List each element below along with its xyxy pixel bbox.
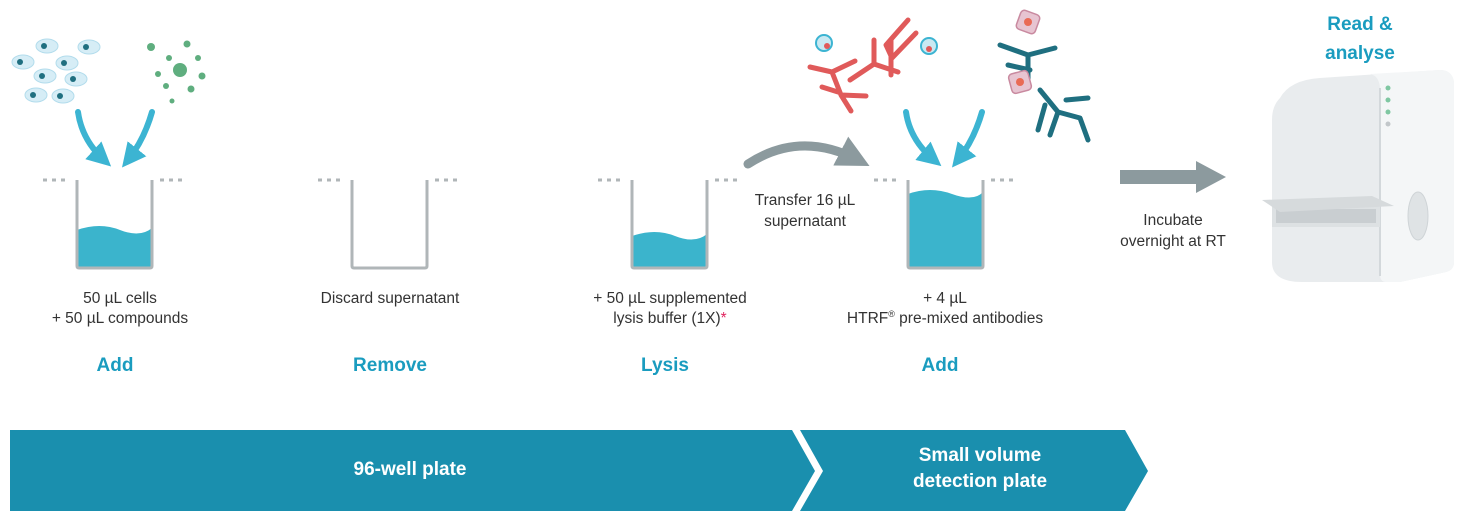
antibody-icon <box>807 9 1091 143</box>
compounds-icon <box>147 40 206 104</box>
banner-96-well-label: 96-well plate <box>353 459 467 480</box>
step-2-description: Discard supernatant <box>285 289 495 309</box>
step-3-desc-line1: + 50 µL supplemented <box>593 290 747 307</box>
well-2-icon <box>318 178 462 270</box>
step-2-title: Remove <box>353 355 427 376</box>
read-line2: analyse <box>1325 43 1395 64</box>
read-line1: Read & <box>1327 14 1393 35</box>
banner-small-volume-label: Small volume detection plate <box>860 443 1100 495</box>
transfer-line1: Transfer 16 µL <box>754 192 856 209</box>
well-4-icon <box>874 178 1018 270</box>
step-4-registered-mark: ® <box>888 308 895 319</box>
detection-add-arrows-icon <box>903 109 985 168</box>
transfer-arrow-icon <box>743 136 870 169</box>
well-1-icon <box>43 178 187 270</box>
step-1-desc-line1: 50 µL cells <box>83 290 157 307</box>
step-1-desc-line2: + 50 µL compounds <box>51 310 189 327</box>
step-4-description: + 4 µL HTRF® pre-mixed antibodies <box>820 289 1070 329</box>
banner-small-volume-line2: detection plate <box>912 471 1048 492</box>
incubate-arrow-icon <box>1120 161 1226 193</box>
add-arrows-icon <box>75 109 155 168</box>
step-3-desc-line2: lysis buffer (1X) <box>613 310 721 327</box>
banner-small-volume <box>800 430 1148 511</box>
step-2-desc-line1: Discard supernatant <box>320 290 460 307</box>
step-4-desc-line1: + 4 µL <box>923 290 967 307</box>
step-1-description: 50 µL cells + 50 µL compounds <box>40 289 200 329</box>
plate-reader-icon <box>1262 70 1454 282</box>
incubate-note: Incubate overnight at RT <box>1098 210 1248 252</box>
step-4-desc-line2-wrap: HTRF® pre-mixed antibodies <box>820 309 1070 329</box>
step-3-description: + 50 µL supplemented lysis buffer (1X)* <box>560 289 780 329</box>
incubate-line2: overnight at RT <box>1120 233 1226 250</box>
well-3-icon <box>598 178 742 270</box>
step-3-desc-line2-wrap: lysis buffer (1X)* <box>560 309 780 329</box>
banner-96-well <box>10 430 815 511</box>
step-3-title: Lysis <box>641 355 689 376</box>
step-4-htrf: HTRF <box>846 310 889 327</box>
incubate-line1: Incubate <box>1143 212 1203 229</box>
step-4-title: Add <box>921 355 959 376</box>
step-1-title: Add <box>96 355 134 376</box>
step-3-asterisk: * <box>720 310 727 327</box>
cells-icon <box>11 38 101 104</box>
transfer-note: Transfer 16 µL supernatant <box>735 190 875 232</box>
step-4-desc-line2-suffix: pre-mixed antibodies <box>894 310 1044 327</box>
banner-small-volume-line1: Small volume <box>918 445 1042 466</box>
transfer-line2: supernatant <box>764 213 846 230</box>
read-analyse-title: Read & analyse <box>1300 10 1420 68</box>
